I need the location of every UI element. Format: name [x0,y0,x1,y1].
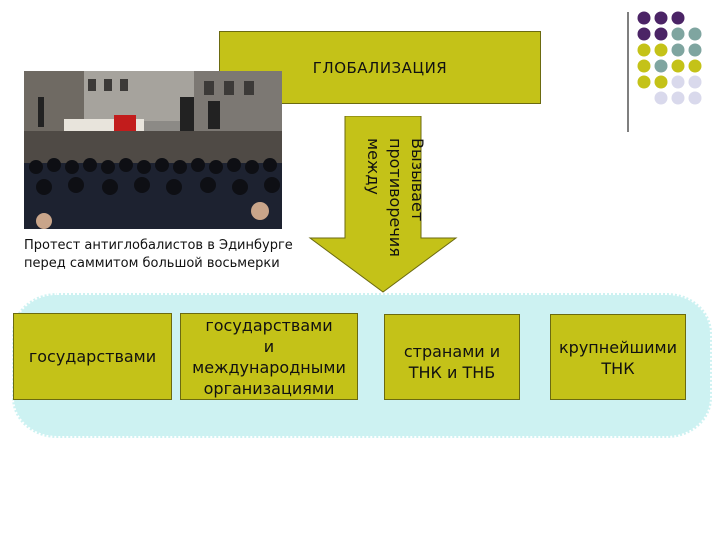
box-countries-and-tnc-label: странами и ТНК и ТНБ [403,342,501,382]
decorative-dot [688,91,702,105]
box-states-and-organizations: государствами и международными организац… [180,313,358,400]
box-largest-tnc-label: крупнейшими ТНК [559,338,677,378]
decorative-dot [637,75,651,89]
arrow-label: Вызывает противоречия между [364,138,427,257]
decorative-dot [688,59,702,73]
decorative-dot [654,27,668,41]
decorative-dot [654,91,668,105]
decorative-dot [637,27,651,41]
decorative-dot [688,27,702,41]
decorative-dot [637,11,651,25]
decorative-dot [688,43,702,57]
protest-photo [24,71,282,229]
down-arrow-icon [308,116,458,293]
decorative-vertical-line [627,12,629,132]
decorative-dot [654,43,668,57]
decorative-dot [671,91,685,105]
decorative-dot [671,75,685,89]
box-states-label: государствами [28,347,157,366]
box-states: государствами [13,313,172,400]
box-countries-and-tnc: странами и ТНК и ТНБ [384,314,520,400]
decorative-dot [671,11,685,25]
decorative-dot [637,59,651,73]
decorative-dot [671,27,685,41]
decorative-dot [637,43,651,57]
decorative-dot [671,43,685,57]
decorative-dot [688,75,702,89]
decorative-dot [654,75,668,89]
decorative-dot [654,59,668,73]
box-states-and-organizations-label: государствами и международными организац… [192,315,346,398]
photo-caption: Протест антиглобалистов в Эдинбурге пере… [24,238,293,271]
decorative-dot [671,59,685,73]
decorative-dot-grid [637,11,702,105]
decorative-dot [654,11,668,25]
title-text: ГЛОБАЛИЗАЦИЯ [312,58,448,77]
box-largest-tnc: крупнейшими ТНК [550,314,686,400]
